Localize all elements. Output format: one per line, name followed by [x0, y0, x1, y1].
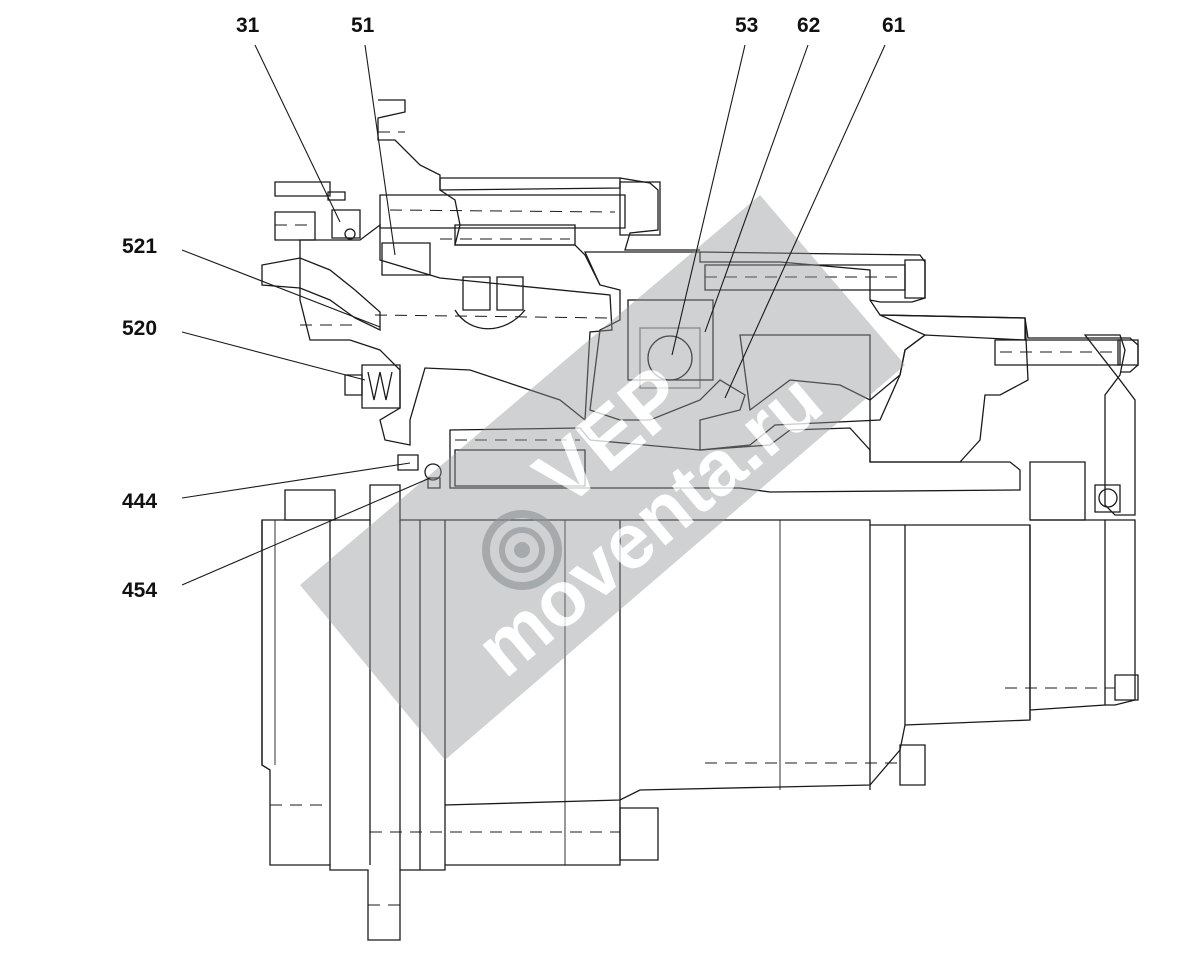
callouts: 31 51 53 62 61 521 520 444 454: [122, 14, 906, 602]
watermark-logo-icon: [482, 510, 562, 590]
callout-520: 520: [122, 317, 157, 340]
centerlines: [270, 131, 1115, 906]
fasteners: [327, 181, 1139, 521]
callout-454: 454: [122, 579, 157, 602]
watermark: VEP moventa.ru: [300, 195, 905, 760]
callout-53: 53: [735, 14, 758, 37]
upper-outline: [261, 99, 1139, 941]
callout-444: 444: [122, 490, 157, 513]
callout-51: 51: [351, 14, 375, 37]
callout-521: 521: [122, 235, 157, 258]
callout-61: 61: [882, 14, 906, 37]
callout-31: 31: [236, 14, 260, 37]
watermark-band: [300, 195, 905, 760]
callout-62: 62: [797, 14, 820, 37]
callout-leaders: [181, 44, 886, 586]
